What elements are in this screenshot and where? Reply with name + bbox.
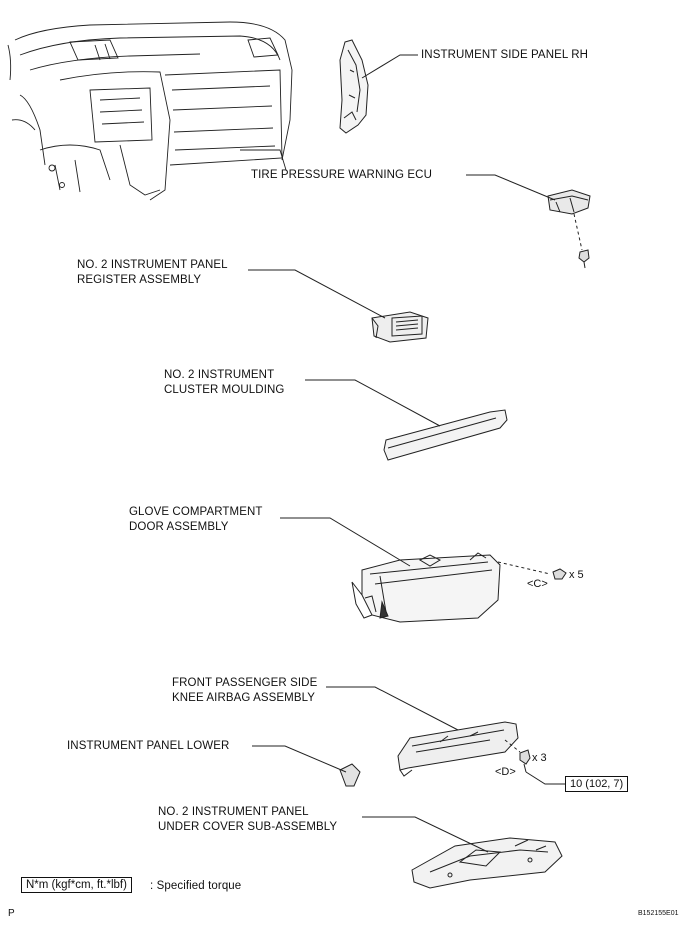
leader-glove-compartment: [280, 517, 411, 567]
label-knee-line2: KNEE AIRBAG ASSEMBLY: [172, 692, 316, 704]
callout-d-qty: x 3: [532, 752, 547, 764]
label-register-line1: NO. 2 INSTRUMENT PANEL: [77, 259, 228, 271]
label-under-line1: NO. 2 INSTRUMENT PANEL: [158, 806, 309, 818]
leader-register: [248, 269, 386, 319]
leader-under-cover: [362, 816, 489, 853]
knee-airbag-assembly-part: [397, 721, 519, 777]
figure-id: B152155E01: [638, 910, 679, 917]
callout-c-code: <C>: [527, 578, 548, 590]
label-panel-lower: INSTRUMENT PANEL LOWER: [67, 740, 230, 752]
label-knee-line1: FRONT PASSENGER SIDE: [172, 677, 318, 689]
corner-mark: P: [8, 908, 15, 919]
leader-tpms-ecu: [466, 174, 556, 201]
legend-description: : Specified torque: [150, 880, 242, 892]
glove-screw: [552, 568, 567, 580]
under-cover-sub-assembly-part: [411, 837, 563, 889]
torque-spec-box: 10 (102, 7): [565, 776, 629, 792]
callout-c-qty: x 5: [569, 569, 584, 581]
glove-screw-dash: [497, 561, 551, 575]
leader-knee-airbag: [326, 686, 459, 731]
label-tpms-ecu: TIRE PRESSURE WARNING ECU: [251, 169, 432, 181]
label-side-panel-rh: INSTRUMENT SIDE PANEL RH: [421, 49, 589, 61]
ecu-bolt-dash: [573, 213, 583, 251]
legend-torque-unit-box: N*m (kgf*cm, ft.*lbf): [21, 877, 132, 893]
instrument-panel-lower-part: [339, 763, 361, 787]
instrument-side-panel-rh-part: [339, 39, 369, 134]
label-glove-line1: GLOVE COMPARTMENT: [129, 506, 263, 518]
leader-cluster-moulding: [305, 379, 441, 427]
label-register-line2: REGISTER ASSEMBLY: [77, 274, 202, 286]
leader-panel-lower: [252, 745, 347, 773]
tire-pressure-warning-ecu-part: [547, 189, 591, 215]
knee-bolt: [519, 749, 531, 773]
label-cluster-line2: CLUSTER MOULDING: [164, 384, 285, 396]
callout-d-code: <D>: [495, 766, 516, 778]
dashboard-overview-illustration: [7, 21, 293, 201]
cluster-moulding-part: [383, 409, 508, 461]
leader-side-panel: [361, 54, 418, 79]
label-glove-line2: DOOR ASSEMBLY: [129, 521, 229, 533]
glove-compartment-door-part: [351, 552, 501, 623]
label-cluster-line1: NO. 2 INSTRUMENT: [164, 369, 275, 381]
label-under-line2: UNDER COVER SUB-ASSEMBLY: [158, 821, 338, 833]
leader-torque: [525, 771, 565, 785]
register-assembly-part: [371, 311, 429, 343]
ecu-bolt: [578, 249, 590, 269]
